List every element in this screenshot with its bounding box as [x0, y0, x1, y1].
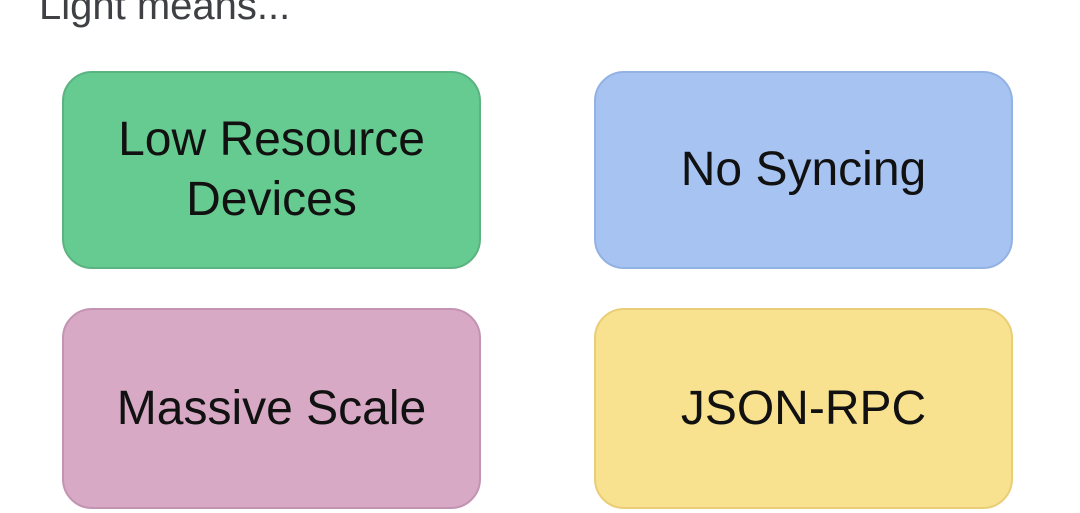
card-label-no-syncing: No Syncing	[680, 143, 927, 196]
card-label-low-resource-devices: Low Resource Devices	[118, 113, 425, 226]
card-grid: Low Resource Devices No Syncing Massive …	[62, 71, 1013, 509]
slide-title: Light means...	[39, 0, 291, 28]
card-label-json-rpc: JSON-RPC	[680, 381, 927, 435]
card-no-syncing: No Syncing	[594, 71, 1013, 269]
card-massive-scale: Massive Scale	[62, 308, 481, 509]
card-label-massive-scale: Massive Scale	[116, 381, 427, 435]
card-low-resource-devices: Low Resource Devices	[62, 71, 481, 269]
card-json-rpc: JSON-RPC	[594, 308, 1013, 509]
